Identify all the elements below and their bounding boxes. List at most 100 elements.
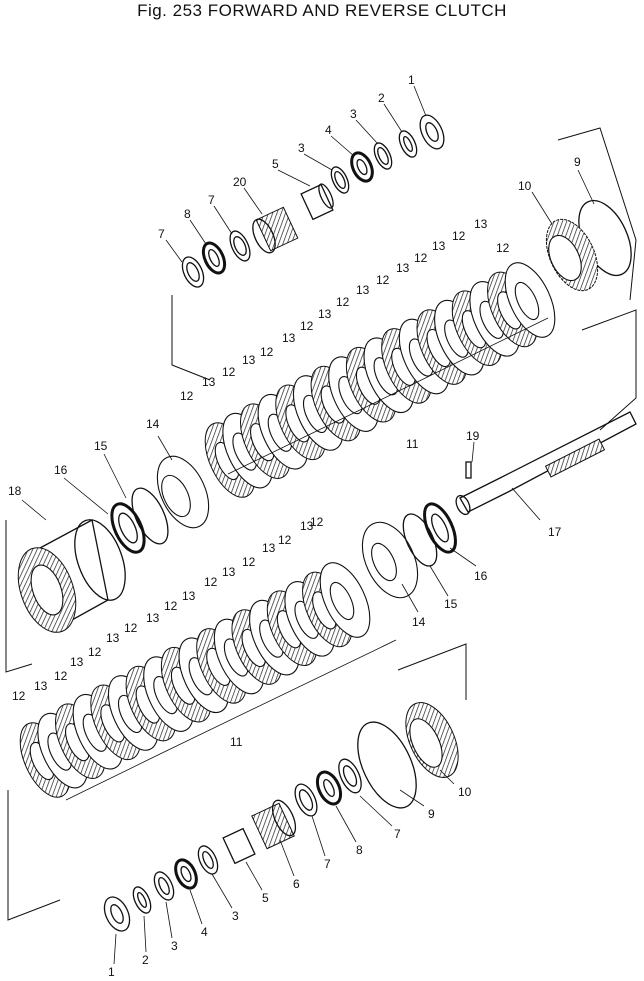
seal-15-upper — [131, 487, 169, 545]
ring-3-upper-b — [330, 166, 350, 194]
lower-pack-callout-13: 13 — [300, 519, 314, 533]
callout-7-lower-b: 7 — [324, 857, 331, 871]
callout-5-upper: 5 — [272, 157, 279, 171]
ring-7-upper-b — [181, 256, 205, 288]
callout-5-lower: 5 — [262, 891, 269, 905]
upper-pack-callout-13: 13 — [282, 331, 296, 345]
upper-pack-callout-12: 12 — [180, 389, 194, 403]
lower-pack-callout-12: 12 — [88, 645, 102, 659]
ring-16-lower — [423, 502, 457, 554]
ring-7-upper-a — [229, 230, 251, 262]
callout-9-upper: 9 — [574, 155, 581, 169]
callout-8-lower: 8 — [356, 843, 363, 857]
lower-pack-callout-13: 13 — [70, 655, 84, 669]
callout-6-lower: 6 — [293, 877, 300, 891]
callout-11-lower: 11 — [230, 735, 243, 749]
upper-pack-callout-13: 13 — [432, 239, 446, 253]
callouts-shaft: 19 17 — [466, 429, 562, 539]
upper-pack-callout-12: 12 — [414, 251, 428, 265]
upper-pack-callout-12: 12 — [452, 229, 466, 243]
snap-ring-9-lower — [357, 721, 417, 809]
piston-14-lower — [361, 521, 419, 599]
bearing-1-lower — [103, 896, 131, 932]
callout-2-upper: 2 — [378, 91, 385, 105]
callout-19: 19 — [466, 429, 480, 443]
callout-10-lower: 10 — [458, 785, 472, 799]
washer-2-upper — [398, 130, 418, 158]
lower-pack-callout-13: 13 — [262, 541, 276, 555]
callout-3-lower-a: 3 — [232, 909, 239, 923]
lower-pack-callout-12: 12 — [164, 599, 178, 613]
callout-1-lower: 1 — [108, 965, 115, 979]
upper-frame-lines — [5, 127, 637, 673]
callout-7-upper-a: 7 — [208, 193, 215, 207]
callout-16-lower: 16 — [474, 569, 488, 583]
piston-14-upper — [156, 455, 210, 529]
thrust-bearing-4-lower — [174, 858, 198, 890]
upper-pack-callout-13: 13 — [474, 217, 488, 231]
pin-19 — [465, 461, 472, 479]
callout-3-lower-b: 3 — [171, 939, 178, 953]
gear-10-upper — [545, 218, 599, 292]
ring-16-upper — [110, 502, 146, 554]
clutch-pack-11-upper — [204, 262, 556, 498]
callout-15-lower: 15 — [444, 597, 458, 611]
callout-3-upper-a: 3 — [350, 107, 357, 121]
clutch-pack-11-lower — [19, 562, 371, 798]
lower-pack-callout-13: 13 — [34, 679, 48, 693]
lower-pack-callout-13: 13 — [146, 611, 160, 625]
ring-3-upper-a — [373, 142, 393, 170]
callout-16-upper: 16 — [54, 463, 68, 477]
upper-pack-callout-13: 13 — [318, 307, 332, 321]
upper-pack-callout-13: 13 — [242, 353, 256, 367]
shaft-17 — [455, 411, 637, 516]
bearing-1-upper — [419, 114, 445, 150]
callout-7-lower-a: 7 — [394, 827, 401, 841]
thrust-bearing-8-upper — [201, 241, 227, 275]
callout-3-upper-b: 3 — [298, 141, 305, 155]
upper-pack-callout-12: 12 — [222, 365, 236, 379]
lower-pack-callout-12: 12 — [124, 621, 138, 635]
lower-pack-callout-13: 13 — [222, 565, 236, 579]
lower-pack-callout-12: 12 — [278, 533, 292, 547]
ring-3-lower-b — [153, 871, 175, 901]
callout-14-upper: 14 — [146, 417, 160, 431]
gear-10-lower — [405, 702, 459, 778]
lower-clutch-plate — [319, 562, 371, 638]
callout-17: 17 — [548, 525, 562, 539]
gear-20-upper — [252, 206, 299, 254]
drum-18 — [17, 519, 126, 633]
callout-7-upper-b: 7 — [158, 227, 165, 241]
ring-7-lower-b — [294, 783, 318, 817]
callout-8-upper: 8 — [184, 207, 191, 221]
callouts-lower: 14 15 16 11 10 9 7 8 7 6 5 3 4 3 2 1 — [108, 569, 488, 979]
lower-pack-callout-13: 13 — [182, 589, 196, 603]
ring-3-lower-a — [197, 845, 219, 875]
thrust-bearing-4-upper — [350, 151, 374, 183]
callout-2-lower: 2 — [142, 953, 149, 967]
upper-pack-callout-13: 13 — [356, 283, 370, 297]
lower-pack-callout-12: 12 — [12, 689, 26, 703]
callout-1-upper: 1 — [408, 73, 415, 87]
callout-14-lower: 14 — [412, 615, 426, 629]
upper-pack-callout-12: 12 — [260, 345, 274, 359]
callout-10-upper: 10 — [518, 179, 532, 193]
callout-4-lower: 4 — [201, 925, 208, 939]
callout-20-upper: 20 — [233, 175, 247, 189]
upper-pack-callout-12: 12 — [300, 319, 314, 333]
figure-title: Fig. 253 FORWARD AND REVERSE CLUTCH — [137, 1, 507, 20]
upper-pack-callout-12: 12 — [376, 273, 390, 287]
ring-7-lower-a — [338, 758, 362, 794]
upper-pack-callout-12: 12 — [336, 295, 350, 309]
upper-pack-callout-12: 12 — [496, 241, 510, 255]
upper-clutch-plate — [504, 262, 556, 338]
lower-frame-lines — [7, 643, 467, 921]
callout-11-upper: 11 — [406, 437, 419, 451]
callout-18: 18 — [8, 484, 22, 498]
upper-pack-callout-13: 13 — [202, 375, 216, 389]
washer-2-lower — [132, 886, 152, 914]
lower-pack-callout-12: 12 — [310, 515, 324, 529]
